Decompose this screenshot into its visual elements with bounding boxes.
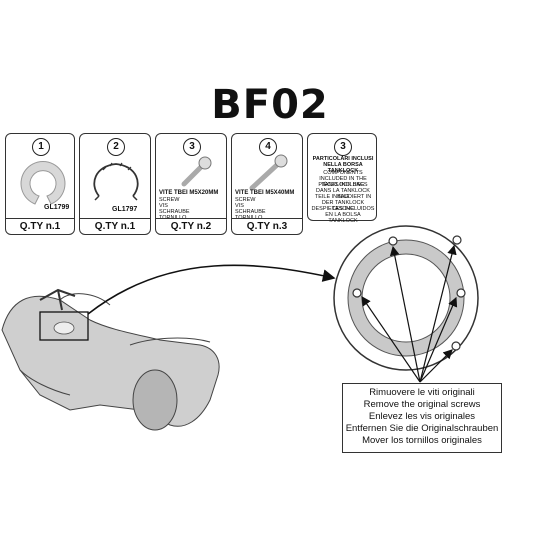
screw-translation: VIS	[235, 203, 244, 209]
screw-hole-icon	[388, 236, 398, 246]
screw-translation: SCREW	[159, 197, 180, 203]
part-number-badge: 3	[334, 138, 352, 156]
included-parts-card: 3 PARTICOLARI INCLUSI NELLA BORSA TANKLO…	[307, 133, 377, 224]
instruction-line: Enlevez les vis originales	[368, 411, 476, 422]
screw-spec: VITE TBEI M5x40mm	[235, 190, 295, 196]
screw-translation: VIS	[159, 203, 168, 209]
part-number-badge: 1	[32, 138, 50, 156]
product-code-title: BF02	[211, 82, 329, 128]
part-card-2: 2 GL1797 Q.TY n.1	[79, 133, 151, 235]
motorcycle-illustration	[1, 293, 220, 431]
included-parts-translation: COMPONENTS INCLUDED IN THE TANKLOCK BAG	[319, 170, 367, 188]
instruction-line: Rimuovere le viti originali	[369, 387, 475, 398]
part-quantity: Q.TY n.1	[80, 218, 150, 234]
part-number-badge: 2	[107, 138, 125, 156]
included-parts-translation: TEILE INKLUDIERT IN DER TANKLOCK TASCHE	[314, 194, 372, 212]
part-card-3: 3 VITE TBEI M5x20mm SCREW VIS SCHRAUBE T…	[155, 133, 227, 235]
part-quantity: Q.TY n.2	[156, 218, 226, 234]
screw-translation: SCHRAUBE	[159, 209, 190, 215]
instruction-line: Entfernen Sie die Originalschrauben	[345, 423, 499, 434]
part-code: GL1797	[112, 206, 138, 213]
screw-long-icon	[249, 154, 288, 190]
screw-translation: SCREW	[235, 197, 256, 203]
screw-hole-icon	[451, 341, 461, 351]
tank-ring-icon	[20, 161, 66, 205]
screw-hole-icon	[456, 288, 466, 298]
part-card-4: 4 VITE TBEI M5x40mm SCREW VIS SCHRAUBE T…	[231, 133, 303, 235]
part-number-badge: 3	[183, 138, 201, 156]
included-parts-translation: PIÈCES INCLUSES DANS LA TANKLOCK BAG	[316, 182, 370, 200]
spring-clip-icon	[93, 162, 139, 201]
included-parts-translation: DESPIECES INCLUIDOS EN LA BOLSA TANKLOCK	[311, 206, 375, 224]
callout-arrow	[87, 264, 336, 315]
part-quantity: Q.TY n.3	[232, 218, 302, 234]
screw-hole-icon	[452, 235, 462, 245]
tank-highlight-box	[39, 311, 89, 341]
part-code: GL1799	[44, 204, 70, 211]
part-number-badge: 4	[259, 138, 277, 156]
tank-flange-detail	[333, 225, 479, 371]
instruction-line: Remove the original screws	[363, 399, 481, 410]
instruction-line: Mover los tornillos originales	[362, 435, 482, 446]
included-parts-heading: PARTICOLARI INCLUSI NELLA BORSA TANKLOCK	[312, 156, 374, 174]
screw-hole-icon	[352, 288, 362, 298]
part-card-1: 1 GL1799 Q.TY n.1	[5, 133, 75, 235]
screw-translation: SCHRAUBE	[235, 209, 266, 215]
screw-short-icon	[181, 156, 212, 187]
part-quantity: Q.TY n.1	[6, 218, 74, 234]
handlebar-icon	[39, 288, 76, 311]
instruction-box: Rimuovere le viti originali Remove the o…	[342, 383, 502, 453]
pointer-lines	[361, 244, 458, 383]
screw-spec: VITE TBEI M5x20mm	[159, 190, 219, 196]
